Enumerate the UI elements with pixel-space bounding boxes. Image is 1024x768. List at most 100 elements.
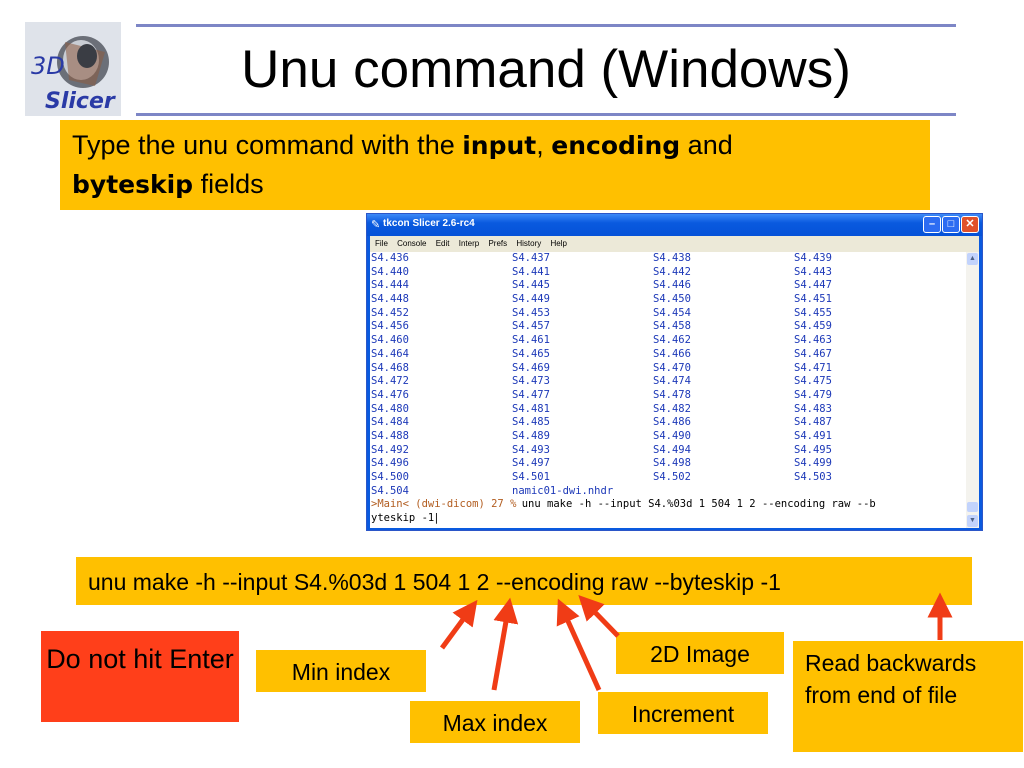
- console-cell: S4.446: [653, 279, 691, 292]
- console-command-line[interactable]: >Main< (dwi-dicom) 27 % unu make -h --in…: [370, 498, 966, 512]
- menu-interp[interactable]: Interp: [458, 239, 480, 248]
- console-cell: S4.438: [653, 252, 691, 264]
- console-cell: S4.440: [371, 265, 409, 278]
- console-cell: S4.492: [371, 443, 409, 456]
- arrow-2d-image: [578, 595, 620, 638]
- console-cell: S4.495: [794, 443, 832, 456]
- console-command-continuation[interactable]: yteskip -1|: [370, 512, 966, 526]
- console-cell: S4.479: [794, 388, 832, 401]
- console-cell: S4.491: [794, 429, 832, 442]
- console-cell: S4.493: [512, 443, 550, 456]
- scroll-up-icon[interactable]: ▲: [967, 253, 978, 265]
- console-cell: S4.450: [653, 293, 691, 306]
- console-cell: S4.439: [794, 252, 832, 264]
- console-cell: S4.497: [512, 457, 550, 470]
- 3d-slicer-logo: 3D Slicer: [25, 22, 121, 116]
- instruction-fields: fields: [193, 169, 264, 199]
- menu-help[interactable]: Help: [550, 239, 567, 248]
- console-cell: S4.473: [512, 375, 550, 388]
- slide-title: Unu command (Windows): [241, 40, 851, 99]
- console-row: S4.484 S4.485 S4.486 S4.487: [370, 416, 966, 430]
- close-button[interactable]: ✕: [961, 216, 979, 233]
- console-cell: S4.447: [794, 279, 832, 292]
- console-cell: S4.504: [371, 484, 409, 497]
- menu-bar: File Console Edit Interp Prefs History H…: [370, 236, 979, 252]
- console-cell: S4.470: [653, 361, 691, 374]
- console-cell: S4.452: [371, 306, 409, 319]
- console-cell: S4.455: [794, 306, 832, 319]
- menu-edit[interactable]: Edit: [435, 239, 450, 248]
- console-cell: S4.448: [371, 293, 409, 306]
- console-row: S4.464 S4.465 S4.466 S4.467: [370, 348, 966, 362]
- console-cell: S4.498: [653, 457, 691, 470]
- console-command: unu make -h --input S4.%03d 1 504 1 2 --…: [515, 498, 876, 511]
- console-cell: S4.480: [371, 402, 409, 415]
- scroll-thumb[interactable]: [967, 502, 978, 512]
- console-command-wrap: yteskip -1: [371, 512, 435, 525]
- instruction-separator: ,: [536, 130, 552, 160]
- tkcon-window: ✎ tkcon Slicer 2.6-rc4 – □ ✕ File Consol…: [366, 213, 983, 531]
- console-row: S4.472 S4.473 S4.474 S4.475: [370, 375, 966, 389]
- keyword-input: input: [462, 131, 537, 160]
- command-box: unu make -h --input S4.%03d 1 504 1 2 --…: [76, 557, 972, 605]
- console-cell: S4.485: [512, 416, 550, 429]
- console-cell: S4.457: [512, 320, 550, 333]
- console-cell: S4.442: [653, 265, 691, 278]
- console-cell: S4.475: [794, 375, 832, 388]
- console-cell: S4.503: [794, 471, 832, 483]
- scroll-down-icon[interactable]: ▼: [967, 515, 978, 527]
- console-cell: S4.487: [794, 416, 832, 429]
- console-cell: S4.502: [653, 471, 691, 483]
- menu-prefs[interactable]: Prefs: [488, 239, 508, 248]
- console-cell: S4.466: [653, 347, 691, 360]
- console-cell: S4.461: [512, 334, 550, 347]
- arrow-min-index: [439, 599, 478, 650]
- window-titlebar[interactable]: ✎ tkcon Slicer 2.6-rc4 – □ ✕: [367, 214, 982, 236]
- logo-text-slicer: Slicer: [45, 89, 116, 114]
- console-cell: S4.481: [512, 402, 550, 415]
- console-prompt: >Main< (dwi-dicom) 27 %: [371, 498, 517, 511]
- console-cell: S4.486: [653, 416, 691, 429]
- console-cell: S4.496: [371, 457, 409, 470]
- increment-label: Increment: [598, 692, 768, 734]
- console-cell: S4.467: [794, 347, 832, 360]
- max-index-label: Max index: [410, 701, 580, 743]
- console-row: S4.492 S4.493 S4.494 S4.495: [370, 444, 966, 458]
- menu-console[interactable]: Console: [397, 239, 427, 248]
- console-cell: S4.464: [371, 347, 409, 360]
- console-cell: S4.444: [371, 279, 409, 292]
- logo-text-3d: 3D: [31, 52, 65, 80]
- console-cell: S4.484: [371, 416, 409, 429]
- vertical-scrollbar[interactable]: ▲ ▼: [966, 252, 979, 528]
- maximize-button[interactable]: □: [942, 216, 960, 233]
- minimize-button[interactable]: –: [923, 216, 941, 233]
- console-cell: S4.465: [512, 347, 550, 360]
- console-cell: S4.494: [653, 443, 691, 456]
- console-cell: S4.474: [653, 375, 691, 388]
- do-not-hit-enter-label: Do not hit Enter: [41, 631, 239, 722]
- menu-file[interactable]: File: [375, 239, 388, 248]
- feather-icon: ✎: [371, 219, 381, 231]
- console-cell: S4.456: [371, 320, 409, 333]
- instruction-and: and: [680, 130, 733, 160]
- console-cell: S4.482: [653, 402, 691, 415]
- console-cell: S4.490: [653, 429, 691, 442]
- keyword-encoding: encoding: [551, 131, 681, 160]
- console-cell: S4.488: [371, 429, 409, 442]
- console-cell: S4.472: [371, 375, 409, 388]
- title-top-rule: [136, 24, 956, 27]
- console-cell: S4.451: [794, 293, 832, 306]
- console-cell: S4.478: [653, 388, 691, 401]
- menu-history[interactable]: History: [516, 239, 542, 248]
